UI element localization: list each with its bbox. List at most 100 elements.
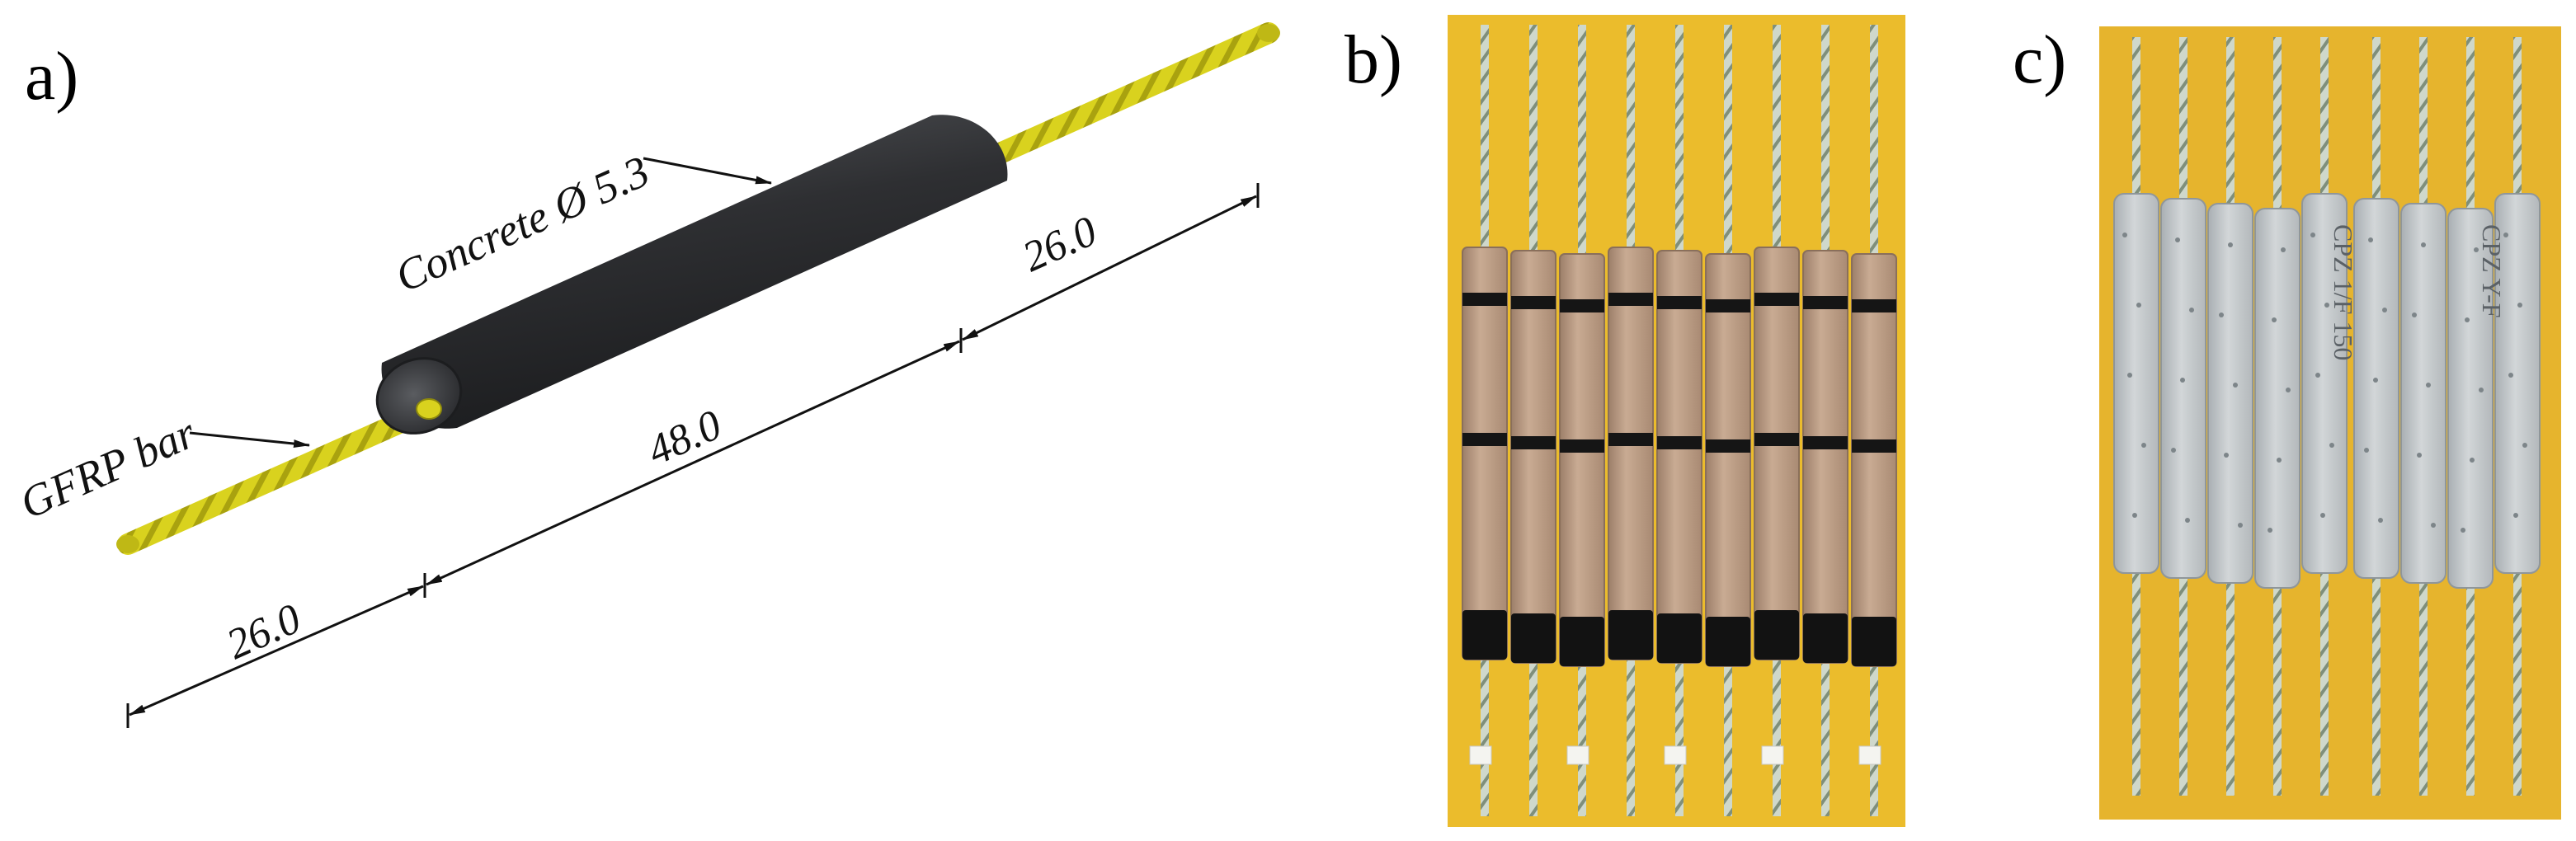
photo-b-tape-band: [1706, 439, 1750, 453]
photo-c-surface-void: [2474, 247, 2479, 252]
photo-c-surface-void: [2219, 312, 2224, 317]
photo-b-tape-band: [1608, 293, 1653, 306]
photo-c-surface-void: [2368, 237, 2373, 242]
photo-c-surface-void: [2238, 523, 2243, 528]
photo-c-surface-void: [2417, 453, 2422, 458]
photo-b-specimens: [1462, 25, 1897, 816]
photo-b-tape-band: [1560, 299, 1604, 312]
photo-c-surface-void: [2373, 378, 2378, 383]
photo-c-surface-void: [2127, 373, 2132, 378]
panel-b: b): [1345, 15, 1905, 827]
photo-b-end-cap: [1803, 613, 1848, 663]
photo-c-concrete-specimen: [2113, 193, 2159, 574]
photo-b-spacer: [1566, 745, 1589, 765]
photo-c-concrete-specimen: [2301, 193, 2348, 574]
photo-c: CPZ 1/F 150 CPZ Y-F: [2099, 26, 2561, 820]
photo-b-formwork-tube: [1608, 247, 1654, 660]
photo-c-marking-2: CPZ Y-F: [2477, 224, 2507, 318]
dimension-label-right: 26.0: [1016, 208, 1104, 281]
concrete-cylinder: [375, 115, 1008, 435]
photo-b-end-cap: [1706, 617, 1750, 666]
photo-b-end-cap: [1560, 617, 1604, 666]
photo-c-surface-void: [2268, 528, 2272, 533]
photo-c-surface-void: [2272, 317, 2277, 322]
photo-c-surface-void: [2189, 308, 2194, 312]
photo-c-surface-void: [2281, 247, 2286, 252]
gfrp-bar-end-left: [116, 535, 139, 553]
panel-a-label: a): [25, 38, 78, 115]
photo-c-surface-void: [2224, 453, 2229, 458]
photo-c-surface-void: [2180, 378, 2185, 383]
photo-c-surface-void: [2470, 458, 2475, 463]
photo-b-formwork-tube: [1754, 247, 1800, 660]
photo-c-surface-void: [2364, 448, 2369, 453]
photo-b-end-cap: [1852, 617, 1896, 666]
photo-c-surface-void: [2233, 383, 2238, 388]
photo-c-concrete-specimen: [2353, 198, 2399, 579]
photo-c-surface-void: [2382, 308, 2387, 312]
photo-c-surface-void: [2175, 237, 2180, 242]
photo-b-formwork-tube: [1510, 250, 1556, 664]
photo-c-surface-void: [2185, 518, 2190, 523]
photo-b-end-cap: [1462, 610, 1507, 660]
panel-c-label: c): [2013, 21, 2066, 98]
photo-b-spacer: [1469, 745, 1492, 765]
photo-b-formwork-tube: [1705, 253, 1751, 667]
photo-c-surface-void: [2228, 242, 2233, 247]
photo-c-surface-void: [2517, 303, 2522, 308]
panel-a: a) 26.0 48.0 26.0 Concrete Ø 5.3: [12, 22, 1280, 728]
photo-b-formwork-tube: [1851, 253, 1897, 667]
photo-b-formwork-tube: [1559, 253, 1605, 667]
gfrp-bar-callout-arrow: [189, 431, 310, 449]
photo-b-spacer: [1761, 745, 1784, 765]
photo-c-surface-void: [2136, 303, 2141, 308]
photo-c-surface-void: [2378, 518, 2383, 523]
concrete-callout-arrow: [643, 157, 772, 185]
dimension-label-middle: 48.0: [641, 402, 728, 475]
photo-c-surface-void: [2329, 443, 2334, 448]
photo-b-tape-band: [1657, 296, 1702, 309]
photo-c-surface-void: [2315, 373, 2320, 378]
photo-c-surface-void: [2513, 513, 2518, 518]
photo-b-spacer: [1858, 745, 1881, 765]
photo-b-tape-band: [1754, 433, 1799, 446]
photo-b-end-cap: [1657, 613, 1702, 663]
photo-c-surface-void: [2324, 303, 2329, 308]
photo-b-tape-band: [1511, 296, 1556, 309]
photo-c-surface-void: [2431, 523, 2436, 528]
photo-b-tape-band: [1754, 293, 1799, 306]
photo-c-surface-void: [2426, 383, 2431, 388]
photo-b-formwork-tube: [1462, 247, 1508, 660]
dimension-line-middle: [426, 340, 960, 586]
photo-c-concrete-specimen: [2447, 208, 2494, 589]
photo-b-tape-band: [1852, 439, 1896, 453]
photo-c-concrete-specimen: [2494, 193, 2541, 574]
dimension-line-left: [129, 585, 424, 716]
photo-b-end-cap: [1511, 613, 1556, 663]
photo-b-tape-band: [1706, 299, 1750, 312]
photo-b-tape-band: [1511, 436, 1556, 449]
photo-c-surface-void: [2503, 233, 2508, 237]
photo-c-surface-void: [2461, 528, 2465, 533]
photo-b-tape-band: [1560, 439, 1604, 453]
photo-b-tape-band: [1608, 433, 1653, 446]
photo-c-surface-void: [2122, 233, 2127, 237]
photo-c-specimens: [2113, 37, 2541, 796]
photo-b-tape-band: [1657, 436, 1702, 449]
photo-c-surface-void: [2508, 373, 2513, 378]
gfrp-bar-cross-section: [416, 398, 442, 420]
photo-c-surface-void: [2522, 443, 2527, 448]
photo-c-surface-void: [2171, 448, 2176, 453]
gfrp-bar-right-segment: [954, 22, 1279, 180]
photo-c-concrete-specimen: [2400, 203, 2446, 584]
photo-b-tape-band: [1803, 296, 1848, 309]
photo-b-spacer: [1664, 745, 1687, 765]
photo-b-end-cap: [1608, 610, 1653, 660]
photo-c-surface-void: [2479, 388, 2484, 392]
photo-b-tape-band: [1462, 433, 1507, 446]
gfrp-bar-end-right: [1257, 24, 1280, 42]
photo-c-surface-void: [2132, 513, 2137, 518]
photo-c-concrete-specimen: [2254, 208, 2301, 589]
panel-c: c) CPZ 1/F 150 CPZ Y-F: [2013, 21, 2561, 820]
